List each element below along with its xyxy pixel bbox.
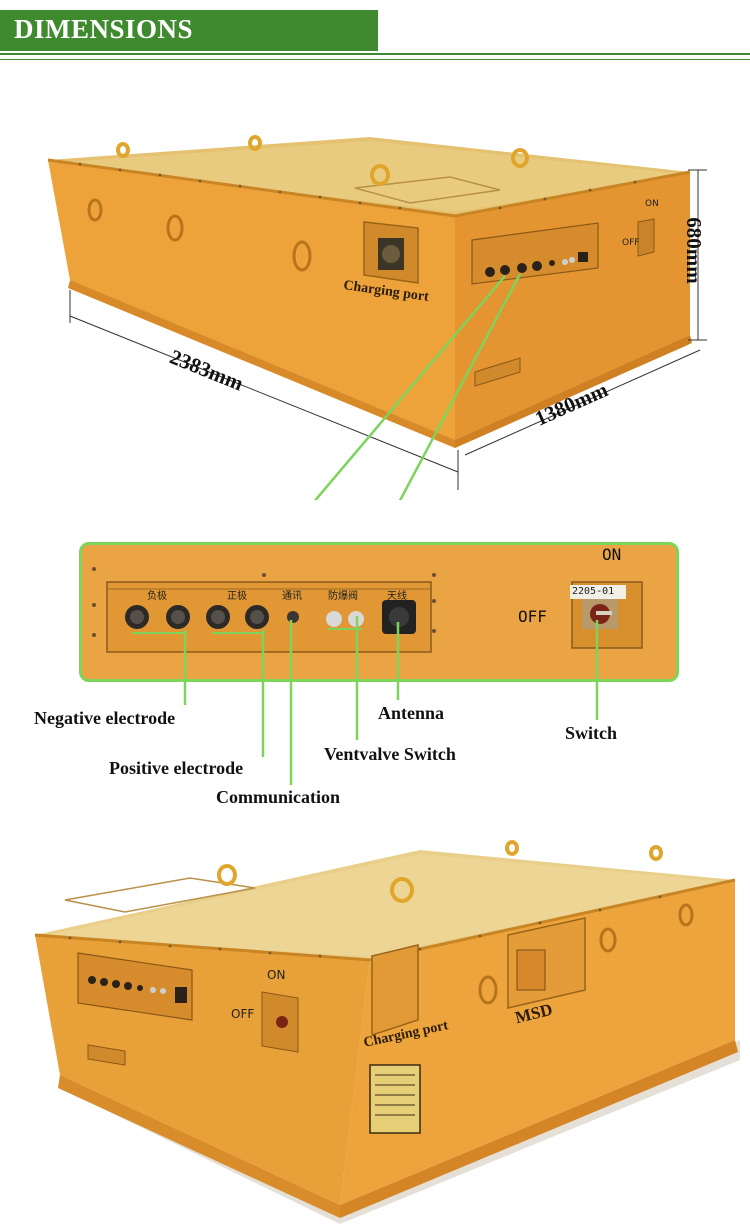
- connector-detail-image: [82, 545, 676, 679]
- port-label-antenna: 天线: [387, 591, 407, 602]
- callout-positive-electrode: Positive electrode: [109, 758, 244, 778]
- header-rule-thin: [0, 59, 750, 60]
- callout-negative-electrode: Negative electrode: [34, 708, 176, 728]
- panel-on-label: ON: [602, 545, 622, 564]
- port-label-positive: 正极: [227, 591, 247, 602]
- connector-detail-panel: 负极 正极 通讯 防爆阀 天线 ON OFF 2205-01: [79, 542, 679, 682]
- page-title: DIMENSIONS: [14, 14, 194, 44]
- top-battery-photo: [47, 135, 707, 500]
- port-label-ventvalve: 防爆阀: [328, 591, 358, 602]
- callout-leaders: [183, 616, 599, 785]
- callout-communication: Communication: [216, 787, 341, 807]
- callout-switch: Switch: [565, 723, 618, 743]
- panel-off-label: OFF: [518, 607, 547, 626]
- top-off-label: OFF: [622, 238, 640, 248]
- callout-ventvalve-switch: Ventvalve Switch: [324, 744, 456, 764]
- header-rule: [0, 53, 750, 55]
- top-on-label: ON: [645, 199, 659, 209]
- callout-antenna: Antenna: [378, 703, 445, 723]
- panel-date-tag: 2205-01: [572, 586, 615, 597]
- bottom-off-label: OFF: [231, 1007, 255, 1021]
- port-label-communication: 通讯: [282, 591, 302, 602]
- header-bar: DIMENSIONS: [0, 10, 378, 51]
- bottom-on-label: ON: [267, 968, 286, 982]
- port-label-negative: 负极: [147, 591, 167, 602]
- bottom-battery-photo: [34, 840, 740, 1224]
